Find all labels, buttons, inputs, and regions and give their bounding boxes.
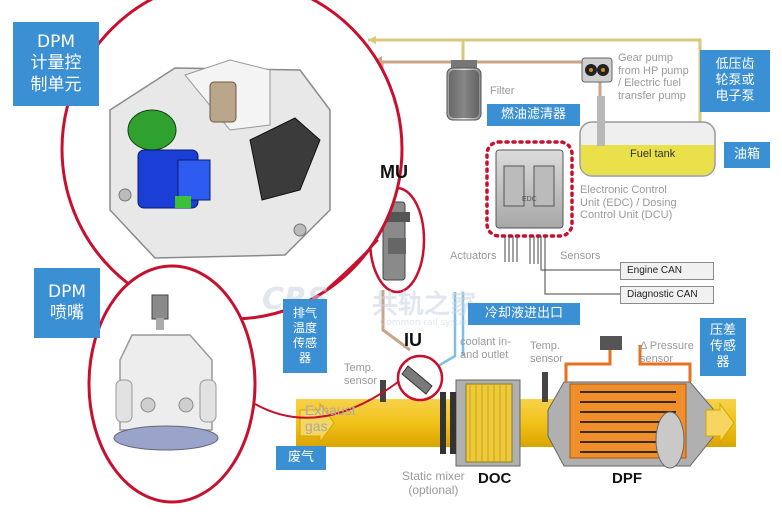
dpm-metering-label: DPM 计量控 制单元 bbox=[30, 32, 82, 95]
exhaust-label: Exhaust gas bbox=[305, 402, 356, 435]
diagnostic-can-label: Diagnostic CAN bbox=[620, 286, 714, 304]
exhaust-gas-cn-box: 废气 bbox=[276, 446, 326, 470]
callout-connector-iu bbox=[254, 381, 399, 419]
filter-label: Filter bbox=[490, 85, 515, 97]
low-pressure-pump-cn-label: 低压齿 轮泵或 电子泵 bbox=[715, 56, 755, 105]
watermark-cn: 共轨之家 bbox=[372, 290, 477, 320]
delta-pressure-label: Δ Pressure sensor bbox=[640, 340, 694, 365]
exhaust-temp-sensor-cn-box: 排气 温度 传感 器 bbox=[283, 299, 327, 373]
fuel-return-line bbox=[372, 56, 602, 210]
low-pressure-pump-cn-box: 低压齿 轮泵或 电子泵 bbox=[700, 50, 770, 112]
dpm-metering-label-box: DPM 计量控 制单元 bbox=[13, 22, 99, 106]
coolant-port-cn-box: 冷却液进出口 bbox=[468, 303, 580, 325]
nozzle-photo bbox=[113, 294, 219, 451]
exhaust-pipe-graphic bbox=[296, 336, 736, 469]
fuel-tank-cn-box: 油箱 bbox=[724, 142, 770, 168]
watermark-en: Common rail system home bbox=[380, 318, 502, 328]
diff-pressure-sensor-cn-label: 压差 传感 器 bbox=[709, 322, 736, 371]
coolant-label: coolant in- and outlet bbox=[460, 336, 511, 361]
temp-sensor-mid-label: Temp. sensor bbox=[530, 340, 564, 365]
doc-label: DOC bbox=[478, 470, 512, 487]
dosing-line bbox=[381, 290, 411, 352]
gear-pump-graphic bbox=[581, 57, 613, 83]
temp-sensor-left-label: Temp. sensor bbox=[344, 362, 378, 387]
fuel-filter-graphic bbox=[446, 60, 482, 121]
engine-can-label: Engine CAN bbox=[620, 262, 714, 280]
gear-pump-label: Gear pump from HP pump / Electric fuel t… bbox=[618, 52, 689, 102]
injection-unit-graphic bbox=[396, 354, 444, 402]
ecu-graphic bbox=[485, 140, 574, 238]
ecu-chip-label: EDC bbox=[522, 196, 537, 203]
dpf-label: DPF bbox=[612, 470, 642, 487]
diff-pressure-sensor-cn-box: 压差 传感 器 bbox=[700, 318, 746, 376]
actuators-label: Actuators bbox=[450, 250, 497, 262]
metering-unit-photo bbox=[109, 59, 331, 259]
exhaust-temp-sensor-cn-label: 排气 温度 传感 器 bbox=[292, 306, 317, 365]
signal-lines bbox=[504, 236, 620, 295]
fuel-filter-cn-label: 燃油滤清器 bbox=[500, 106, 566, 122]
fuel-tank-graphic bbox=[579, 96, 716, 177]
iu-label: IU bbox=[404, 330, 422, 350]
ecu-label: Electronic Control Unit (EDC) / Dosing C… bbox=[580, 184, 677, 222]
static-mixer-label: Static mixer (optional) bbox=[402, 469, 465, 497]
exhaust-gas-cn-label: 废气 bbox=[287, 449, 314, 465]
dpm-nozzle-label-box: DPM 喷嘴 bbox=[34, 268, 100, 338]
fuel-tank-cn-label: 油箱 bbox=[733, 146, 760, 162]
dpm-nozzle-label: DPM 喷嘴 bbox=[47, 281, 86, 323]
sensors-label: Sensors bbox=[560, 250, 601, 262]
mu-label: MU bbox=[380, 162, 408, 182]
fuel-filter-cn-box: 燃油滤清器 bbox=[487, 104, 580, 126]
fuel-tank-label: Fuel tank bbox=[630, 148, 676, 160]
coolant-line bbox=[437, 292, 465, 368]
coolant-port-cn-label: 冷却液进出口 bbox=[484, 305, 563, 321]
